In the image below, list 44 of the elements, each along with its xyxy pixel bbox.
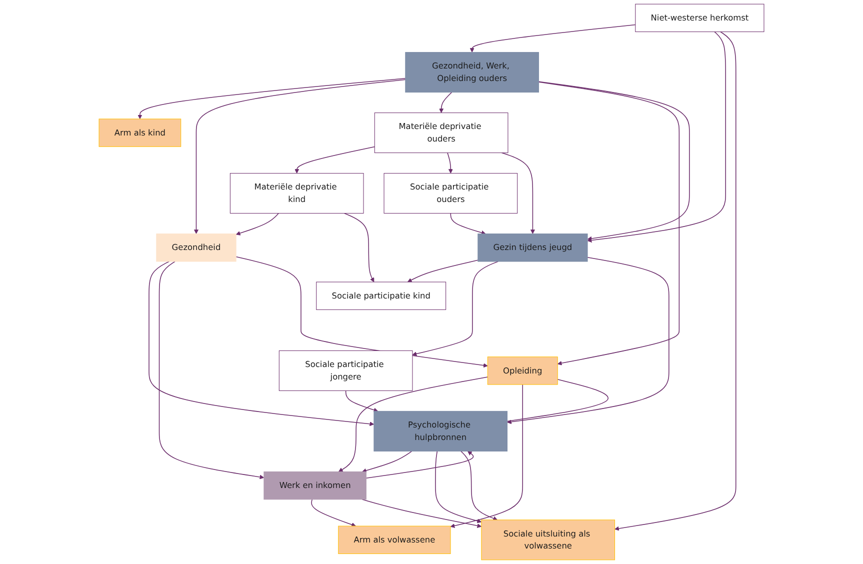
arrow — [344, 212, 374, 282]
arrow — [538, 81, 690, 241]
arrow — [407, 260, 478, 282]
arrow — [614, 31, 736, 531]
arrow — [366, 451, 474, 479]
arrow — [158, 261, 264, 480]
arrow — [412, 261, 498, 356]
node-box: Materiële deprivatie kind — [230, 173, 364, 214]
arrow — [194, 79, 406, 234]
arrow — [435, 450, 482, 524]
arrow — [294, 146, 376, 174]
node-box: Niet-westerse herkomst — [635, 4, 764, 32]
node-box: Sociale participatie kind — [316, 282, 446, 310]
node-box: Gezondheid — [156, 234, 236, 262]
arrow — [236, 212, 279, 236]
node-box: Werk en inkomen — [264, 471, 366, 500]
arrow — [450, 384, 523, 528]
arrow — [538, 82, 680, 366]
arrow — [439, 92, 452, 113]
arrow — [587, 31, 726, 243]
node-box: Sociale participatie jongere — [278, 350, 413, 391]
node-box: Arm als kind — [98, 118, 182, 147]
node-box: Gezondheid, Werk, Opleiding ouders — [405, 52, 539, 93]
arrow — [338, 376, 488, 472]
node-box: Psychologische hulpbronnen — [374, 410, 508, 452]
arrow — [501, 152, 535, 234]
arrow — [362, 450, 412, 473]
node-box: Sociale participatie ouders — [384, 173, 518, 214]
connector — [506, 379, 608, 422]
arrow — [470, 24, 636, 52]
arrow — [447, 152, 453, 174]
node-box: Gezin tijdens jeugd — [478, 234, 588, 262]
node-box: Sociale uitsluiting als volwassene — [481, 520, 615, 560]
arrow — [345, 390, 378, 412]
arrow — [311, 499, 356, 527]
node-box: Materiële deprivatie ouders — [374, 112, 508, 154]
arrow — [362, 499, 482, 528]
arrow — [460, 450, 498, 521]
arrow — [138, 78, 406, 120]
arrow — [148, 261, 374, 426]
arrow — [450, 212, 486, 235]
node-box: Opleiding — [487, 356, 558, 385]
node-box: Arm als volwassene — [338, 526, 451, 554]
arrow — [507, 256, 670, 424]
